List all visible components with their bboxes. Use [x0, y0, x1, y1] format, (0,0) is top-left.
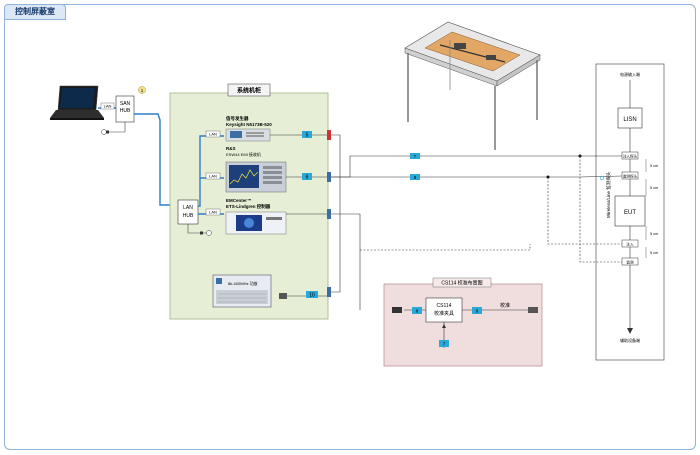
probe-label-3: 注入: [626, 242, 634, 247]
calibration-fixture[interactable]: [425, 297, 463, 323]
cal-load-left: [392, 307, 402, 313]
cable-tag-7: [410, 153, 420, 159]
controller-title: EMCenter™: [226, 198, 252, 203]
dashed-cable-3: [360, 244, 531, 251]
probe-label-1: 注入探头: [623, 154, 638, 159]
cable-9-line: [331, 213, 361, 310]
cable-7-line: [331, 155, 580, 178]
san-hub-label2: HUB: [120, 108, 131, 114]
chamber-bottom-label: 辅助设备端: [620, 337, 640, 343]
dist-label-4: 5 cm: [650, 251, 658, 255]
amp-label: 8k-400MHz 功放: [228, 280, 258, 286]
probe-label-2: 监测探头: [623, 174, 638, 179]
cable-tag-6: [302, 173, 312, 180]
san-hub-label1: SAN: [120, 101, 131, 107]
probe-label-4: 监测: [626, 260, 634, 265]
lan-tag-1: [205, 130, 221, 138]
lan-label-laptop: LAN: [104, 104, 112, 109]
fixture-label-1: CS114: [437, 303, 452, 309]
cal-tag-b-text: 9: [476, 308, 479, 313]
step-number: 1: [141, 88, 144, 93]
cal-tag-c: [439, 340, 449, 347]
cal-label: 校准: [500, 302, 510, 309]
siggen-model: Keysight N5173B-520: [226, 122, 272, 127]
emi-receiver[interactable]: [225, 161, 287, 193]
laptop-icon[interactable]: [50, 85, 104, 120]
cabinet-title: 系统机柜: [237, 87, 261, 95]
cal-load-right: [528, 307, 538, 313]
siggen-title: 信号发生器: [226, 115, 249, 122]
test-table-sketch: [404, 21, 541, 150]
cable-tag-7-text: 7: [414, 154, 417, 159]
dist-label-3: 5 cm: [650, 232, 658, 236]
step-marker: [138, 86, 146, 94]
emcenter-controller[interactable]: [225, 211, 287, 235]
loop-cable: [331, 134, 341, 293]
lan-hub-label2: HUB: [183, 213, 194, 219]
hub-to-cabinet-cable: [134, 113, 178, 206]
cable-tag-8-text: 8: [414, 175, 417, 180]
probe-injection-top[interactable]: [621, 151, 639, 160]
cable-tag-5-text: 5: [306, 133, 309, 139]
receiver-title: R&S: [226, 146, 236, 151]
cable-tag-8: [410, 174, 420, 180]
probe-monitor-bottom[interactable]: [621, 257, 639, 266]
cal-tag-c-text: 7: [443, 341, 446, 346]
calibration-title-box: [432, 277, 492, 288]
page-title: 控制屏蔽室: [4, 4, 66, 20]
receiver-model: ESW44 EMI 接收机: [226, 151, 261, 157]
power-plug-icon-2: [200, 230, 212, 236]
calibration-box: [383, 283, 543, 367]
dist-label-1: 5 cm: [650, 164, 658, 168]
cable-tag-10: [306, 291, 318, 298]
cal-tag-b: [472, 307, 482, 314]
san-hub[interactable]: SAN HUB: [115, 95, 135, 123]
power-cable-1: [108, 122, 126, 133]
chamber-top-label: 电源输入端: [620, 71, 640, 77]
calibration-title: CS114 校准布置图: [441, 280, 482, 287]
arrow-up-icon: [442, 324, 446, 328]
cal-tag-a: [412, 307, 422, 314]
dist-label-2: 5 cm: [650, 186, 658, 190]
chamber-vertical-label: Wireless/Line 监测探头: [605, 171, 612, 218]
main-frame: [4, 4, 696, 450]
cal-tag-a-text: 8: [416, 308, 419, 313]
lan-tag-3: [205, 208, 221, 216]
connector-column: [327, 130, 331, 297]
cable-tag-5: [302, 131, 312, 138]
probe-marker-icon: [599, 175, 605, 181]
signal-generator[interactable]: [225, 128, 271, 142]
eut-label: EUT: [624, 210, 636, 216]
cable-tag-10-text: 10: [309, 293, 315, 299]
dashed-cable-1: [579, 156, 622, 263]
cable-tag-6-text: 6: [306, 175, 309, 181]
power-amplifier[interactable]: [212, 274, 272, 308]
lan-tag-2: [205, 172, 221, 180]
lan-label-1: LAN: [209, 132, 217, 137]
dashed-cable-2: [547, 177, 622, 245]
probe-monitor-top[interactable]: [621, 171, 639, 180]
fixture-label-2: 校准夹具: [434, 310, 454, 317]
cabinet-title-box: [227, 83, 271, 97]
controller-model: ETS-Lindgren 控制器: [226, 203, 271, 210]
lan-tag-laptop: [100, 102, 115, 110]
power-plug-icon: [101, 129, 109, 135]
lan-label-3: LAN: [209, 210, 217, 215]
probe-injection-bottom[interactable]: [621, 239, 639, 248]
arrow-down-icon: [627, 328, 633, 334]
lan-label-2: LAN: [209, 174, 217, 179]
lan-hub[interactable]: LAN HUB: [177, 199, 199, 225]
lan-hub-label1: LAN: [183, 205, 193, 211]
lisn-label: LISN: [623, 117, 636, 123]
amp-connector: [279, 293, 287, 299]
